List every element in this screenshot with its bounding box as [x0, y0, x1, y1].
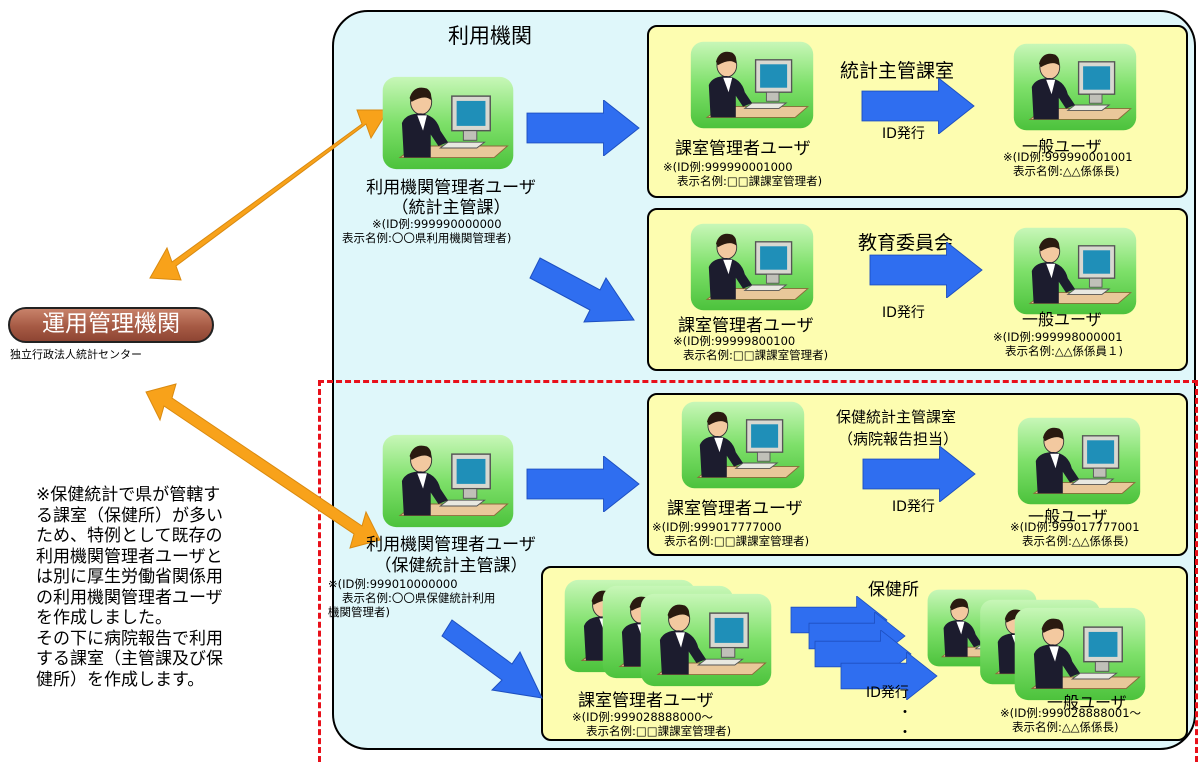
issue-arrow-icon: [858, 446, 980, 502]
admin2-sub: （保健統計主管課）: [374, 556, 528, 576]
dept3-name: 保健統計主管課室: [836, 408, 957, 426]
admin1-display: 表示名例:〇〇県利用機関管理者): [342, 231, 512, 245]
admin1-id: ※(ID例:999990000000: [372, 217, 502, 231]
dept4-user-display: 表示名例:△△係係長): [1012, 720, 1119, 734]
dept2-user-display: 表示名例:△△係係員１): [1005, 344, 1124, 358]
note-line: 健所）を作成します。: [36, 669, 205, 690]
admin2-display: 表示名例:〇〇県保健統計利用: [342, 591, 496, 605]
dept3-user-display: 表示名例:△△係係長): [1022, 534, 1129, 548]
admin2-id: ※(ID例:999010000000: [328, 577, 458, 591]
general-user-icon: [1014, 416, 1144, 506]
note-line: 利用機関管理者ユーザと: [36, 546, 223, 567]
dept1-issue: ID発行: [882, 126, 925, 142]
dept4-dots: ・: [898, 705, 912, 721]
agency-badge: 運用管理機関: [8, 307, 214, 343]
dept2-name: 教育委員会: [858, 232, 954, 254]
dept1-name: 統計主管課室: [840, 60, 955, 82]
dept2-mgr-title: 課室管理者ユーザ: [678, 316, 814, 336]
special-case-note: ※保健統計で県が管轄す る課室（保健所）が多い ため、特例として既存の 利用機関…: [36, 485, 276, 690]
dept4-mgr-display: 表示名例:□□課課室管理者): [586, 724, 732, 738]
dept4-name: 保健所: [868, 580, 919, 600]
general-user-icon: [1010, 226, 1140, 316]
admin1-sub: （統計主管課）: [391, 198, 511, 218]
dept1-mgr-display: 表示名例:□□課課室管理者): [677, 174, 823, 188]
dept3-mgr-title: 課室管理者ユーザ: [667, 499, 803, 519]
dept2-user-id: ※(ID例:999998000001: [993, 330, 1123, 344]
manager-user-icon: [687, 40, 817, 130]
note-line: は別に厚生労働省関係用: [36, 567, 223, 587]
note-line: の利用機関管理者ユーザ: [36, 587, 223, 608]
manager-user-icon: [678, 400, 808, 490]
dept1-mgr-title: 課室管理者ユーザ: [675, 139, 811, 159]
admin1-title: 利用機関管理者ユーザ: [366, 178, 536, 198]
dept2-mgr-id: ※(ID例:99999800100: [673, 334, 796, 348]
organization-label: 利用機関: [448, 24, 532, 48]
dept4-user-id: ※(ID例:999028888001～: [1000, 706, 1142, 720]
admin2-title: 利用機関管理者ユーザ: [366, 535, 536, 555]
special-case-dashed-border: [318, 380, 1198, 762]
dept3-mgr-id: ※(ID例:999017777000: [652, 520, 782, 534]
manager-user-icon: [687, 222, 817, 312]
note-line: る課室（保健所）が多い: [36, 505, 223, 526]
note-line: ※保健統計で県が管轄す: [36, 485, 221, 505]
note-line: を作成しました。: [36, 608, 172, 628]
dept2-user-title: 一般ユーザ: [1022, 310, 1102, 329]
general-user-icon: [1010, 42, 1140, 132]
dept1-user-title: 一般ユーザ: [1022, 137, 1102, 156]
admin2-display-2: 機関管理者): [328, 605, 390, 619]
dept3-user-title: 一般ユーザ: [1028, 507, 1108, 526]
note-line: その下に病院報告で利用: [36, 628, 223, 649]
dept1-mgr-id: ※(ID例:999990001000: [663, 160, 793, 174]
dept4-dots-2: ・: [898, 725, 912, 741]
dept3-name-2: （病院報告担当）: [838, 430, 959, 448]
dept4-issue: ID発行: [866, 685, 909, 701]
dept3-user-id: ※(ID例:999017777001: [1010, 520, 1140, 534]
dept3-mgr-display: 表示名例:□□課課室管理者): [664, 534, 810, 548]
dept1-user-id: ※(ID例:999990001001: [1003, 150, 1133, 164]
general-user-icon: [1010, 606, 1150, 702]
dept1-user-display: 表示名例:△△係係長): [1013, 164, 1120, 178]
dept4-user-title: 一般ユーザ: [1047, 693, 1127, 712]
dept3-issue: ID発行: [892, 499, 935, 515]
agency-subtitle: 独立行政法人統計センター: [10, 348, 142, 361]
dept2-mgr-display: 表示名例:□□課課室管理者): [683, 348, 829, 362]
note-line: する課室（主管課及び保: [36, 649, 223, 669]
dept4-mgr-id: ※(ID例:999028888000～: [572, 710, 714, 724]
dept2-issue: ID発行: [882, 305, 925, 321]
issue-arrow-icon: [866, 242, 986, 298]
note-line: ため、特例として既存の: [36, 526, 223, 546]
dept4-mgr-title: 課室管理者ユーザ: [578, 691, 714, 711]
manager-user-icon: [636, 592, 776, 688]
